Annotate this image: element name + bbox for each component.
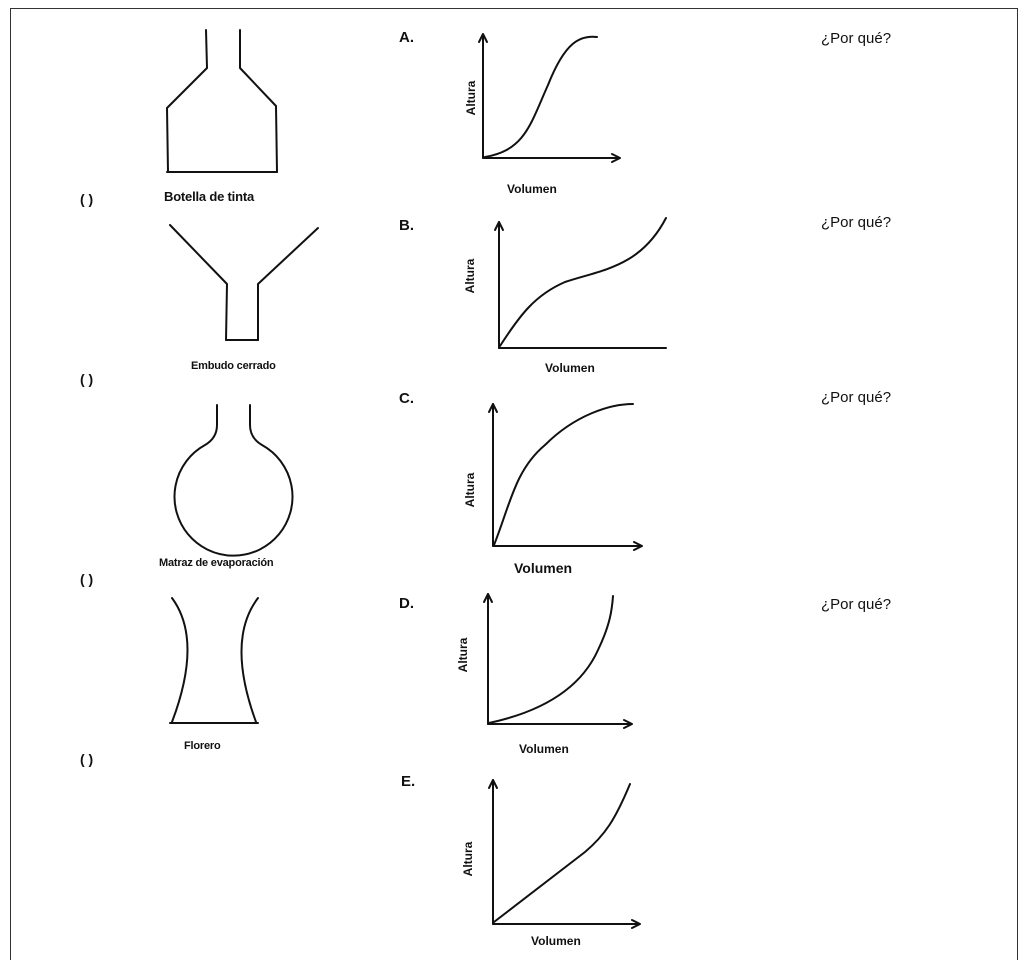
option-letter-d: D.	[399, 595, 414, 612]
chart-b-ylabel: Altura	[463, 258, 477, 294]
vessel-label-flask: Matraz de evaporación	[159, 557, 274, 569]
vessel-label-ink-bottle: Botella de tinta	[164, 189, 254, 204]
chart-d-xlabel: Volumen	[519, 742, 569, 756]
answer-blank-1[interactable]: ( )	[80, 191, 94, 207]
chart-c	[488, 403, 643, 551]
answer-blank-4[interactable]: ( )	[80, 751, 94, 767]
chart-e-y-arrow	[488, 779, 498, 789]
page-frame	[10, 8, 1018, 960]
option-letter-c: C.	[399, 390, 414, 407]
chart-e-ylabel: Altura	[461, 841, 475, 877]
chart-a-ylabel: Altura	[464, 80, 478, 116]
option-letter-a: A.	[399, 29, 414, 46]
answer-blank-2[interactable]: ( )	[80, 371, 94, 387]
closed-funnel-drawing	[169, 224, 319, 341]
chart-d-curve	[488, 595, 614, 724]
chart-d-y-arrow	[483, 593, 493, 603]
ink-bottle-drawing	[166, 29, 278, 173]
why-prompt-a: ¿Por qué?	[821, 30, 892, 47]
chart-c-curve	[493, 403, 634, 546]
evaporating-flask-drawing	[173, 404, 294, 557]
why-prompt-b: ¿Por qué?	[821, 214, 892, 231]
option-letter-e: E.	[401, 773, 416, 790]
vessel-label-vase: Florero	[184, 740, 221, 752]
answer-blank-3[interactable]: ( )	[80, 571, 94, 587]
chart-d-ylabel: Altura	[456, 637, 470, 673]
chart-e-curve	[493, 783, 631, 923]
chart-c-x-arrow	[633, 541, 643, 551]
chart-d-x-arrow	[623, 719, 633, 729]
chart-a-xlabel: Volumen	[507, 182, 557, 196]
chart-d	[483, 593, 633, 729]
chart-a-y-arrow	[478, 33, 488, 43]
chart-e-xlabel: Volumen	[531, 934, 581, 948]
chart-c-xlabel: Volumen	[514, 560, 573, 576]
chart-c-ylabel: Altura	[463, 472, 477, 508]
chart-b-xlabel: Volumen	[545, 361, 595, 375]
option-letter-b: B.	[399, 217, 414, 234]
chart-a-x-arrow	[611, 153, 621, 163]
chart-b-y-arrow	[494, 221, 504, 231]
vessel-label-closed-funnel: Embudo cerrado	[191, 360, 276, 372]
chart-a-curve	[484, 35, 598, 158]
chart-b-curve	[499, 217, 667, 347]
chart-e-x-arrow	[631, 919, 641, 929]
why-prompt-d: ¿Por qué?	[821, 596, 892, 613]
chart-c-y-arrow	[488, 403, 498, 413]
chart-a	[478, 33, 621, 163]
vase-drawing	[169, 597, 259, 724]
chart-e	[488, 779, 641, 929]
why-prompt-c: ¿Por qué?	[821, 389, 892, 406]
chart-b	[494, 217, 667, 349]
